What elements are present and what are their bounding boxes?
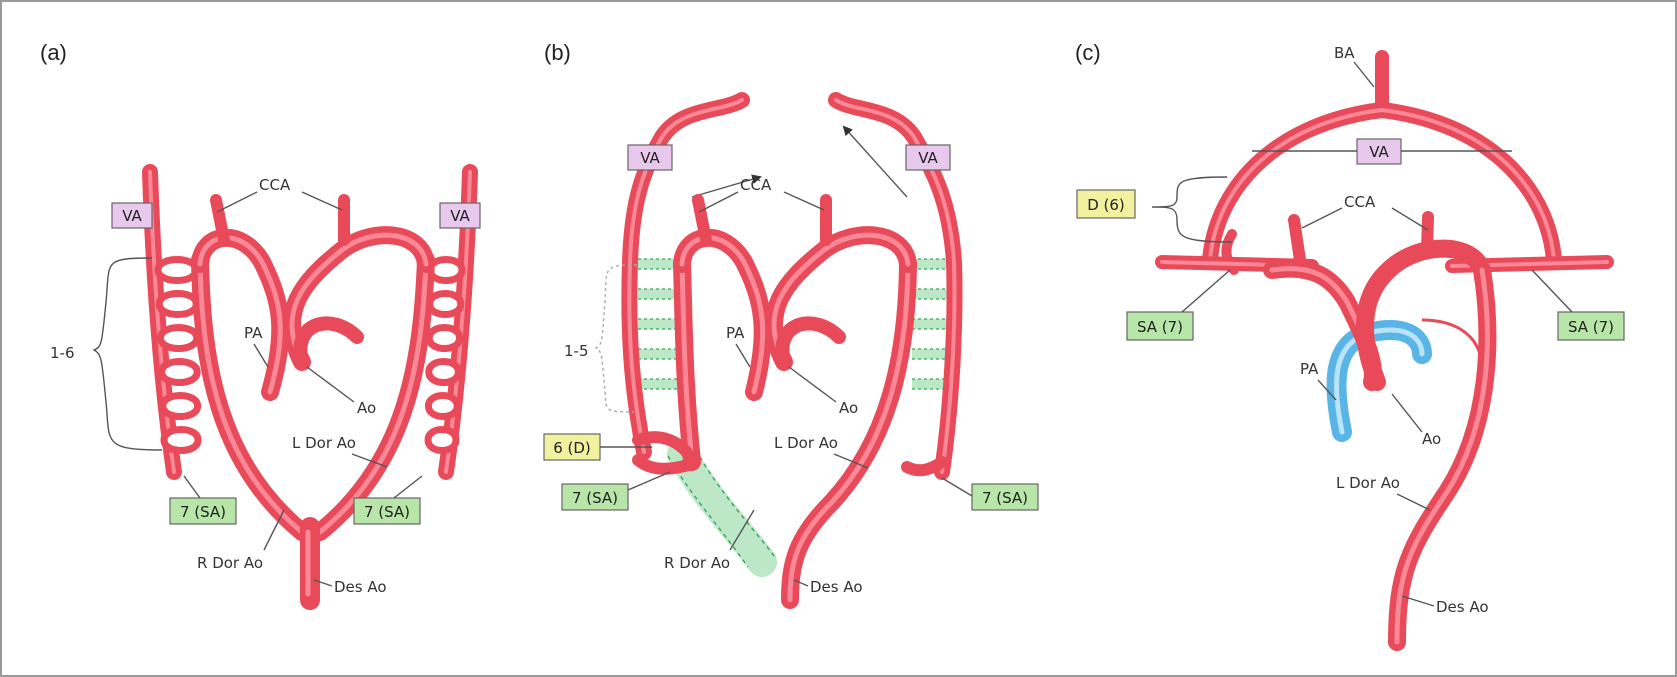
- panel-c-letter: (c): [1075, 40, 1101, 65]
- panel-a: (a): [40, 40, 480, 600]
- panel-a-va-left-box: VA: [112, 203, 152, 228]
- panel-b-letter: (b): [544, 40, 571, 65]
- panel-c-l-dor-ao-label: L Dor Ao: [1336, 474, 1400, 492]
- panel-b-sa-right-box: 7 (SA): [972, 484, 1038, 510]
- panel-b-sa-left-box: 7 (SA): [562, 484, 628, 510]
- panel-b-pa-label: PA: [726, 324, 745, 342]
- panel-b-l-dor-ao-label: L Dor Ao: [774, 434, 838, 452]
- panel-b-va-left-label: VA: [640, 149, 660, 167]
- panel-a-pa-label: PA: [244, 324, 263, 342]
- panel-a-arch-left-6: [164, 430, 198, 451]
- panel-a-arch-left-1: [158, 260, 196, 281]
- panel-a-va-right-box: VA: [440, 203, 480, 228]
- panel-b-va-left-box: VA: [628, 145, 672, 170]
- panel-c-des-ao-label: Des Ao: [1436, 598, 1489, 616]
- panel-a-arch-right-6: [428, 430, 456, 451]
- panel-a-arch-right-4: [429, 362, 459, 383]
- panel-a-arch-left-3: [160, 328, 196, 349]
- panel-c-pa-label: PA: [1300, 360, 1319, 378]
- panel-a-ao-label: Ao: [357, 399, 376, 417]
- panel-a-sa-right-label: 7 (SA): [364, 503, 410, 521]
- panel-a-arch-left-5: [163, 396, 198, 417]
- panel-c-sa-right-box: SA (7): [1558, 312, 1624, 340]
- panel-c-ba-label: BA: [1334, 44, 1355, 62]
- panel-c-va-label: VA: [1369, 143, 1389, 161]
- panel-a-arch-left-2: [159, 294, 196, 315]
- panel-c-sa-right-label: SA (7): [1568, 318, 1614, 336]
- panel-c-sa-left-label: SA (7): [1137, 318, 1183, 336]
- panel-b-va-right-box: VA: [906, 145, 950, 170]
- panel-a-letter: (a): [40, 40, 67, 65]
- panel-c-d-box: D (6): [1077, 190, 1135, 218]
- panel-c-aorta: [1272, 217, 1487, 642]
- panel-b-d-box: 6 (D): [544, 434, 600, 460]
- panel-b-d-label: 6 (D): [553, 439, 591, 457]
- panel-a-va-left-label: VA: [122, 207, 142, 225]
- panel-a-arch-right-5: [428, 396, 457, 417]
- panel-c-d-label: D (6): [1087, 196, 1125, 214]
- panel-c-va-box: VA: [1357, 139, 1401, 164]
- panel-a-cca-label: CCA: [259, 176, 291, 194]
- panel-c-ao-label: Ao: [1422, 430, 1441, 448]
- panel-a-va-right-label: VA: [450, 207, 470, 225]
- panel-a-r-dor-ao-label: R Dor Ao: [197, 554, 263, 572]
- panel-a-arch-right-3: [429, 328, 459, 349]
- panel-c-cca-label: CCA: [1344, 193, 1376, 211]
- panel-c-sa-left-box: SA (7): [1127, 312, 1193, 340]
- panel-a-heart-arches: [200, 200, 426, 392]
- panel-a-l-dor-ao-label: L Dor Ao: [292, 434, 356, 452]
- panel-a-sa-left-box: 7 (SA): [170, 498, 236, 524]
- panel-a-sa-left-label: 7 (SA): [180, 503, 226, 521]
- panel-b-des-ao-label: Des Ao: [810, 578, 863, 596]
- panel-b-va-right-label: VA: [918, 149, 938, 167]
- panel-b-aorta-main: [638, 200, 942, 600]
- panel-b-sa-right-label: 7 (SA): [982, 489, 1028, 507]
- panel-a-left-dorsal-column: [150, 172, 174, 472]
- panel-a-dorsal-aorta-loop: [200, 260, 426, 600]
- panel-b-cca-label: CCA: [740, 176, 772, 194]
- panel-b-sa-left-label: 7 (SA): [572, 489, 618, 507]
- panel-a-sa-right-box: 7 (SA): [354, 498, 420, 524]
- panel-a-arch-left-4: [162, 362, 198, 383]
- panel-a-arch-range-label: 1-6: [50, 344, 75, 362]
- panel-b: (b) VA: [544, 40, 1038, 600]
- panel-b-arch-range-label: 1-5: [564, 342, 589, 360]
- panel-c: (c) BA VA: [1075, 40, 1624, 642]
- panel-b-r-dor-ao-label: R Dor Ao: [664, 554, 730, 572]
- panel-a-des-ao-label: Des Ao: [334, 578, 387, 596]
- panel-a-arch-right-2: [430, 294, 461, 315]
- panel-b-ao-label: Ao: [839, 399, 858, 417]
